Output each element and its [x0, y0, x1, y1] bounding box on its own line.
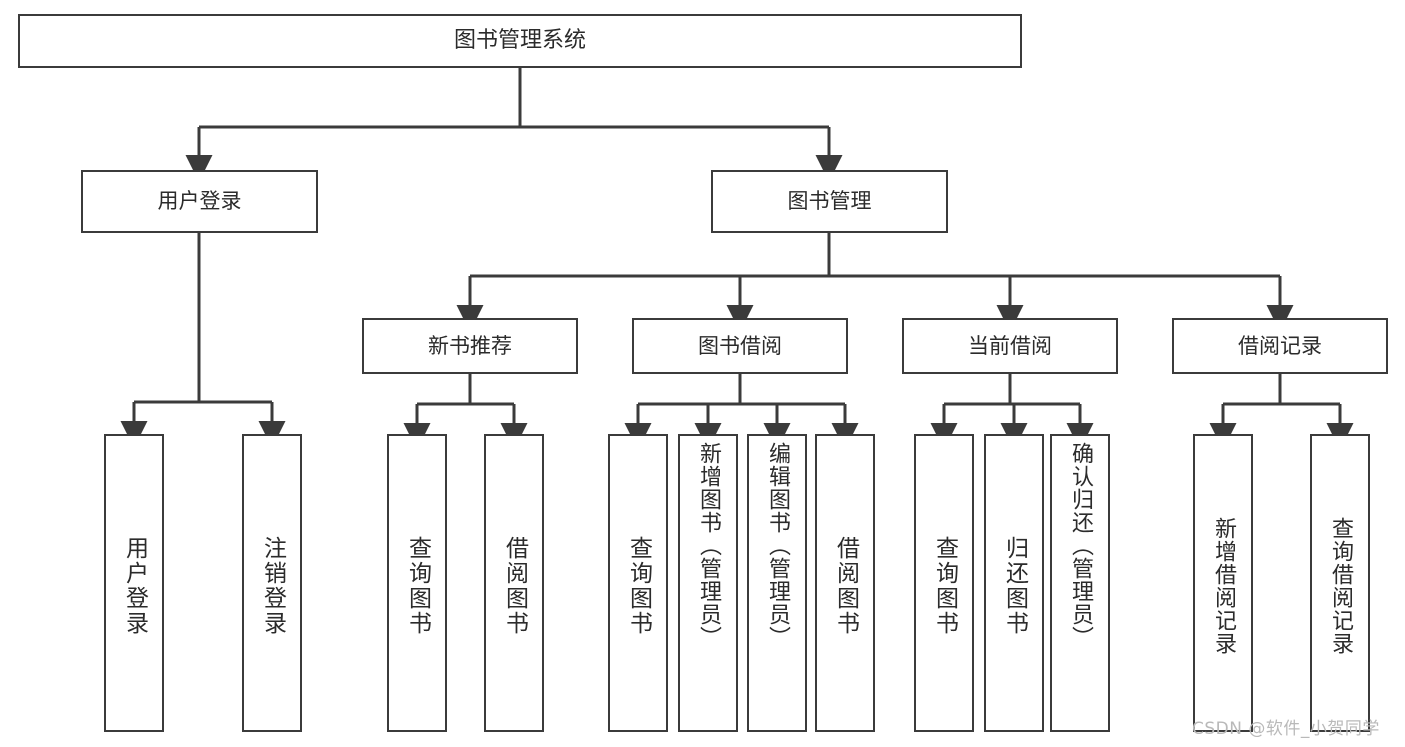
- node-label: 查询借阅记录: [1328, 517, 1353, 655]
- node-label: 借阅记录: [1238, 333, 1322, 358]
- node-leaf-query-borrow-record[interactable]: 查询借阅记录: [1310, 434, 1370, 732]
- node-label: 当前借阅: [968, 333, 1052, 358]
- node-label: 新书推荐: [428, 333, 512, 358]
- node-label: 编辑图书（管理员）: [765, 442, 790, 649]
- node-label: 用户登录: [157, 189, 242, 214]
- node-label: 新增图书（管理员）: [696, 442, 721, 649]
- node-label: 查询图书: [931, 536, 958, 636]
- node-leaf-edit-book-admin[interactable]: 编辑图书（管理员）: [747, 434, 807, 732]
- node-label: 查询图书: [404, 536, 431, 636]
- node-label: 新增借阅记录: [1211, 517, 1236, 655]
- node-leaf-query-book-current[interactable]: 查询图书: [914, 434, 974, 732]
- node-label: 用户登录: [121, 536, 148, 636]
- node-label: 借阅图书: [501, 536, 528, 636]
- node-leaf-query-book-borrow[interactable]: 查询图书: [608, 434, 668, 732]
- node-current-borrow[interactable]: 当前借阅: [902, 318, 1118, 374]
- node-leaf-confirm-return-admin[interactable]: 确认归还（管理员）: [1050, 434, 1110, 732]
- node-label: 图书管理: [787, 189, 872, 214]
- node-borrow-record[interactable]: 借阅记录: [1172, 318, 1388, 374]
- node-label: 查询图书: [625, 536, 652, 636]
- node-book-management-system[interactable]: 图书管理系统: [18, 14, 1022, 68]
- node-leaf-borrow-book-recommend[interactable]: 借阅图书: [484, 434, 544, 732]
- node-book-management[interactable]: 图书管理: [711, 170, 948, 233]
- node-leaf-user-login[interactable]: 用户登录: [104, 434, 164, 732]
- csdn-watermark: CSDN @软件_小贺同学: [1192, 719, 1380, 739]
- node-label: 注销登录: [259, 536, 286, 636]
- node-leaf-return-book[interactable]: 归还图书: [984, 434, 1044, 732]
- node-label: 借阅图书: [832, 536, 859, 636]
- node-leaf-borrow-book[interactable]: 借阅图书: [815, 434, 875, 732]
- node-leaf-query-book-recommend[interactable]: 查询图书: [387, 434, 447, 732]
- node-label: 图书借阅: [698, 333, 782, 358]
- node-leaf-add-borrow-record[interactable]: 新增借阅记录: [1193, 434, 1253, 732]
- node-label: 确认归还（管理员）: [1068, 442, 1093, 649]
- node-leaf-logout-login[interactable]: 注销登录: [242, 434, 302, 732]
- node-label: 归还图书: [1001, 536, 1028, 636]
- node-user-login[interactable]: 用户登录: [81, 170, 318, 233]
- node-new-book-recommend[interactable]: 新书推荐: [362, 318, 578, 374]
- node-label: 图书管理系统: [453, 28, 586, 54]
- node-book-borrow[interactable]: 图书借阅: [632, 318, 848, 374]
- node-leaf-add-book-admin[interactable]: 新增图书（管理员）: [678, 434, 738, 732]
